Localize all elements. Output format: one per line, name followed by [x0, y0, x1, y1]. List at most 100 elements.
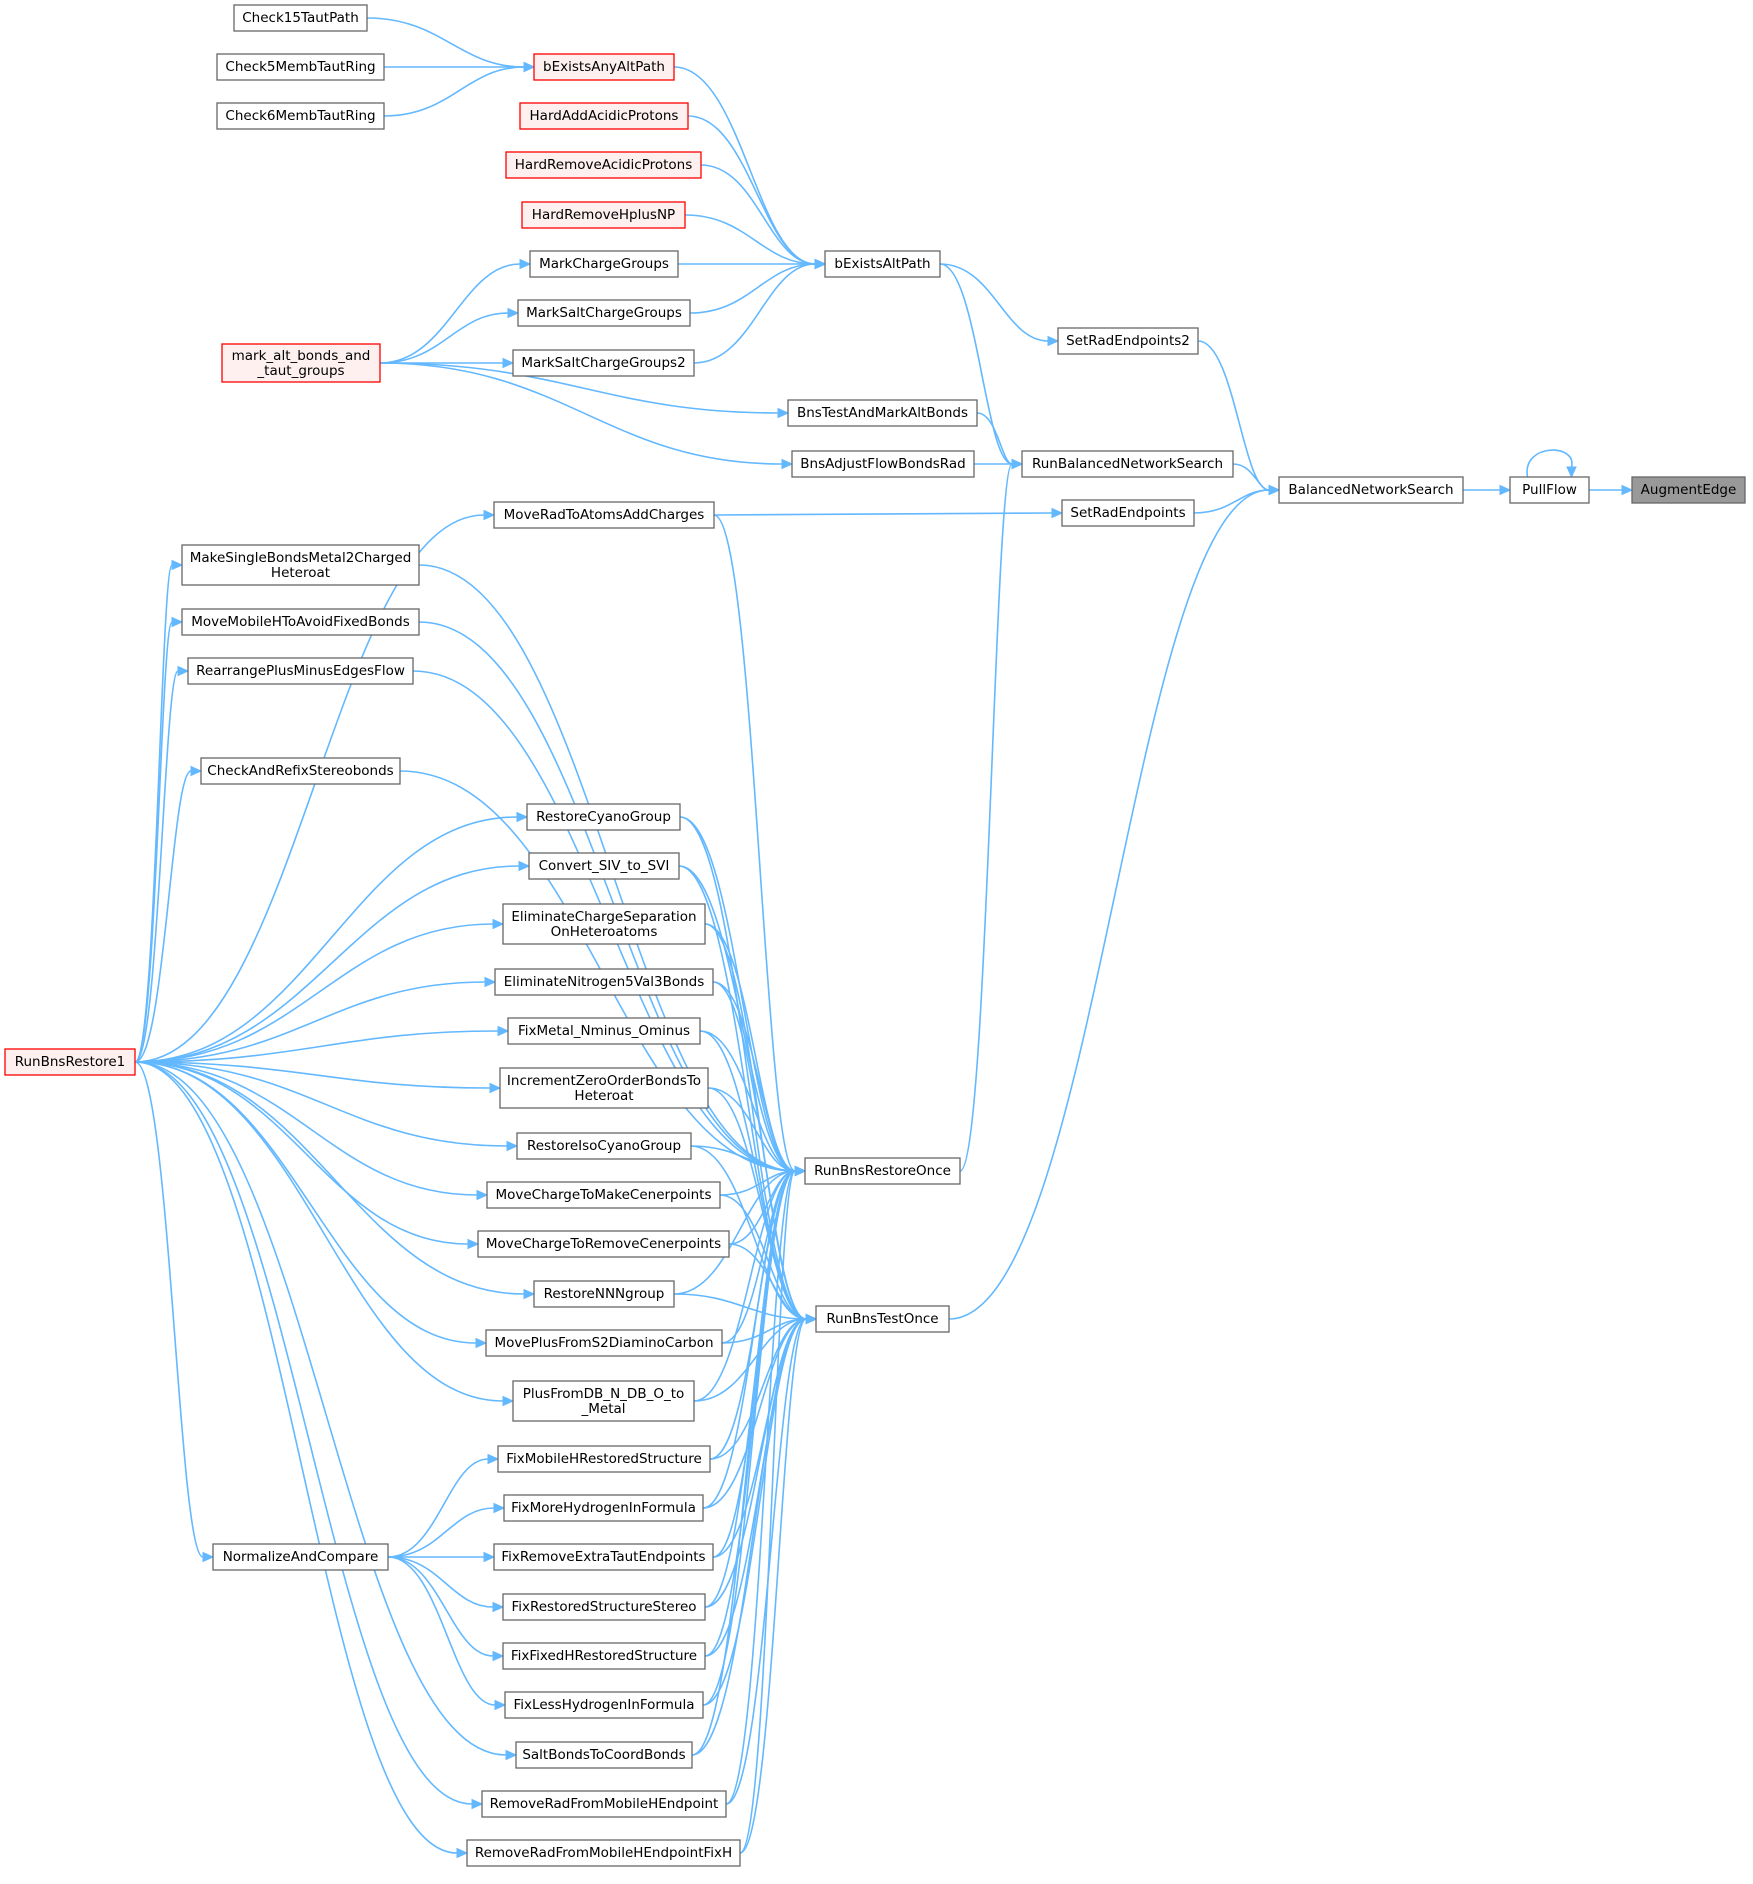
node-EliminateChargeSeparationOnHeteroatoms[interactable]: EliminateChargeSeparation OnHeteroatoms	[502, 903, 706, 945]
call-edge	[134, 1061, 478, 1196]
node-FixRestoredStructureStereo[interactable]: FixRestoredStructureStereo	[502, 1593, 706, 1621]
edge-arrowhead	[493, 1502, 506, 1514]
node-label: BnsAdjustFlowBondsRad	[800, 456, 965, 472]
node-BalancedNetworkSearch[interactable]: BalancedNetworkSearch	[1278, 476, 1464, 504]
call-edge	[134, 770, 192, 1063]
edge-arrowhead	[494, 1699, 507, 1711]
call-edge	[387, 1507, 495, 1558]
node-label: SaltBondsToCoordBonds	[522, 1747, 685, 1763]
edge-arrowhead	[1268, 484, 1281, 496]
call-edge	[134, 1061, 491, 1089]
node-FixLessHydrogenInFormula[interactable]: FixLessHydrogenInFormula	[504, 1691, 704, 1719]
edge-arrowhead	[177, 665, 190, 677]
call-edge	[387, 1458, 489, 1558]
node-Check6MembTautRing[interactable]: Check6MembTautRing	[216, 102, 385, 130]
call-edge	[702, 1318, 807, 1509]
call-edge	[387, 1556, 494, 1657]
node-RunBnsRestoreOnce[interactable]: RunBnsRestoreOnce	[804, 1157, 961, 1185]
node-RestoreIsoCyanoGroup[interactable]: RestoreIsoCyanoGroup	[516, 1132, 692, 1160]
node-Check15TautPath[interactable]: Check15TautPath	[233, 4, 368, 32]
node-label: RearrangePlusMinusEdgesFlow	[196, 663, 405, 679]
node-SetRadEndpoints2[interactable]: SetRadEndpoints2	[1057, 327, 1199, 355]
call-edge	[134, 1061, 508, 1147]
node-RunBalancedNetworkSearch[interactable]: RunBalancedNetworkSearch	[1021, 450, 1234, 478]
call-edge	[691, 1318, 807, 1756]
call-edge	[134, 621, 173, 1063]
edge-arrowhead	[1566, 466, 1577, 479]
node-MarkSaltChargeGroups[interactable]: MarkSaltChargeGroups	[517, 299, 691, 327]
node-Convert_SIV_to_SVI[interactable]: Convert_SIV_to_SVI	[528, 852, 680, 880]
node-MoveChargeToRemoveCenerpoints[interactable]: MoveChargeToRemoveCenerpoints	[477, 1230, 730, 1258]
node-MoveMobileHToAvoidFixedBonds[interactable]: MoveMobileHToAvoidFixedBonds	[181, 608, 420, 636]
node-IncrementZeroOrderBondsToHeteroat[interactable]: IncrementZeroOrderBondsTo Heteroat	[499, 1067, 709, 1109]
node-bExistsAltPath[interactable]: bExistsAltPath	[824, 250, 941, 278]
edge-arrowhead	[1047, 335, 1060, 347]
node-MakeSingleBondsMetal2ChargedHeteroat[interactable]: MakeSingleBondsMetal2Charged Heteroat	[181, 544, 420, 586]
edge-arrowhead	[505, 1749, 518, 1761]
node-label: PlusFromDB_N_DB_O_to	[523, 1386, 685, 1402]
node-NormalizeAndCompare[interactable]: NormalizeAndCompare	[212, 1543, 389, 1571]
edge-arrowhead	[190, 765, 203, 777]
node-RunBnsTestOnce[interactable]: RunBnsTestOnce	[815, 1305, 950, 1333]
node-label: HardRemoveHplusNP	[532, 207, 675, 223]
node-HardAddAcidicProtons[interactable]: HardAddAcidicProtons	[519, 102, 689, 130]
node-MoveRadToAtomsAddCharges[interactable]: MoveRadToAtomsAddCharges	[493, 501, 715, 529]
call-edge	[134, 981, 486, 1063]
node-MovePlusFromS2DiaminoCarbon[interactable]: MovePlusFromS2DiaminoCarbon	[485, 1329, 723, 1357]
edge-arrowhead	[502, 1395, 515, 1407]
node-label: RemoveRadFromMobileHEndpointFixH	[475, 1845, 732, 1861]
node-label: Convert_SIV_to_SVI	[539, 858, 670, 874]
node-Check5MembTautRing[interactable]: Check5MembTautRing	[216, 53, 385, 81]
call-edge	[1193, 489, 1270, 514]
edge-arrowhead	[516, 811, 529, 823]
node-SaltBondsToCoordBonds[interactable]: SaltBondsToCoordBonds	[515, 1741, 693, 1769]
node-RestoreNNNgroup[interactable]: RestoreNNNgroup	[533, 1280, 675, 1308]
node-label: IncrementZeroOrderBondsTo	[507, 1073, 701, 1089]
node-EliminateNitrogen5Val3Bonds[interactable]: EliminateNitrogen5Val3Bonds	[494, 968, 714, 996]
node-FixMobileHRestoredStructure[interactable]: FixMobileHRestoredStructure	[497, 1445, 711, 1473]
edge-arrowhead	[492, 1650, 505, 1662]
node-AugmentEdge[interactable]: AugmentEdge	[1631, 476, 1746, 504]
call-edge	[693, 1170, 796, 1402]
node-RearrangePlusMinusEdgesFlow[interactable]: RearrangePlusMinusEdgesFlow	[187, 657, 414, 685]
edge-arrowhead	[519, 258, 532, 270]
node-label: SetRadEndpoints	[1070, 505, 1185, 521]
node-label: RunBnsRestore1	[15, 1054, 126, 1070]
call-edge	[383, 66, 525, 117]
call-edge	[719, 1194, 807, 1320]
node-RemoveRadFromMobileHEndpointFixH[interactable]: RemoveRadFromMobileHEndpointFixH	[466, 1839, 741, 1867]
node-PullFlow[interactable]: PullFlow	[1509, 476, 1590, 504]
edge-arrowhead	[781, 458, 794, 470]
node-HardRemoveAcidicProtons[interactable]: HardRemoveAcidicProtons	[505, 151, 702, 179]
edge-arrowhead	[777, 407, 790, 419]
node-bExistsAnyAltPath[interactable]: bExistsAnyAltPath	[533, 53, 675, 81]
node-FixMetal_Nminus_Ominus[interactable]: FixMetal_Nminus_Ominus	[507, 1017, 701, 1045]
node-label: EliminateChargeSeparation	[511, 909, 696, 925]
node-MoveChargeToMakeCenerpoints[interactable]: MoveChargeToMakeCenerpoints	[486, 1181, 721, 1209]
call-edges	[134, 17, 1634, 1859]
edge-arrowhead	[794, 1165, 807, 1177]
edge-arrowhead	[1621, 484, 1634, 496]
node-label: EliminateNitrogen5Val3Bonds	[504, 974, 705, 990]
node-label: mark_alt_bonds_and	[232, 348, 371, 364]
edge-arrowhead	[456, 1847, 469, 1859]
node-CheckAndRefixStereobonds[interactable]: CheckAndRefixStereobonds	[200, 757, 401, 785]
node-MarkChargeGroups[interactable]: MarkChargeGroups	[529, 250, 679, 278]
node-label: MakeSingleBondsMetal2Charged	[190, 550, 412, 566]
node-MarkSaltChargeGroups2[interactable]: MarkSaltChargeGroups2	[512, 349, 695, 377]
node-HardRemoveHplusNP[interactable]: HardRemoveHplusNP	[521, 201, 686, 229]
node-mark_alt_bonds_and_taut_groups[interactable]: mark_alt_bonds_and _taut_groups	[221, 343, 381, 383]
node-RestoreCyanoGroup[interactable]: RestoreCyanoGroup	[526, 803, 681, 831]
node-BnsTestAndMarkAltBonds[interactable]: BnsTestAndMarkAltBonds	[787, 399, 978, 427]
call-edge	[673, 1170, 796, 1295]
call-edge	[712, 981, 807, 1320]
node-RunBnsRestore1[interactable]: RunBnsRestore1	[4, 1048, 136, 1076]
node-PlusFromDB_N_DB_O_to_Metal[interactable]: PlusFromDB_N_DB_O_to _Metal	[512, 1380, 695, 1422]
node-FixMoreHydrogenInFormula[interactable]: FixMoreHydrogenInFormula	[503, 1494, 704, 1522]
node-BnsAdjustFlowBondsRad[interactable]: BnsAdjustFlowBondsRad	[791, 450, 975, 478]
node-FixRemoveExtraTautEndpoints[interactable]: FixRemoveExtraTautEndpoints	[493, 1543, 714, 1571]
node-FixFixedHRestoredStructure[interactable]: FixFixedHRestoredStructure	[502, 1642, 706, 1670]
node-RemoveRadFromMobileHEndpoint[interactable]: RemoveRadFromMobileHEndpoint	[481, 1790, 727, 1818]
edge-arrowhead	[483, 1551, 496, 1563]
node-SetRadEndpoints[interactable]: SetRadEndpoints	[1061, 499, 1195, 527]
